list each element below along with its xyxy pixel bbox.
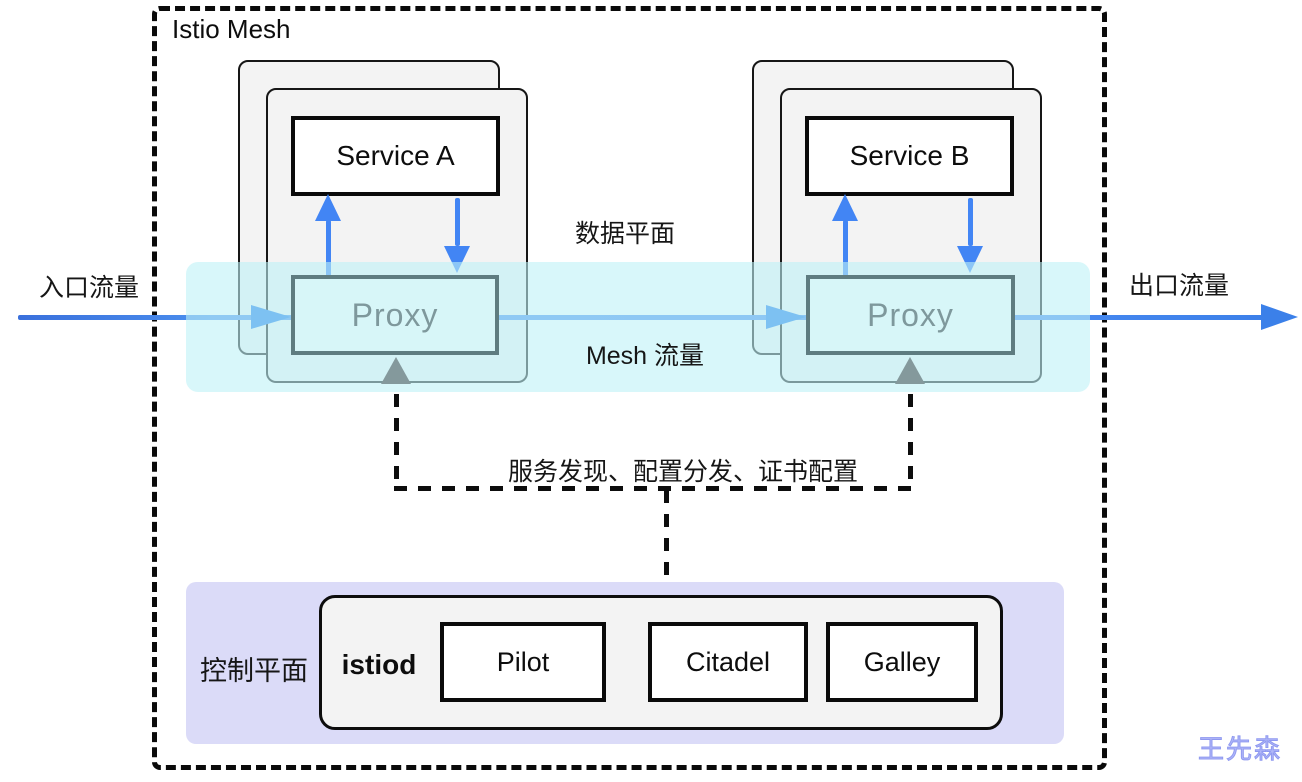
control-channel-label: 服务发现、配置分发、证书配置 <box>507 458 858 486</box>
control-dash-right <box>908 394 913 488</box>
proxy-a-box: Proxy <box>291 275 499 355</box>
arrow-up-icon <box>832 194 858 221</box>
ingress-label: 入口流量 <box>38 274 139 302</box>
control-arrow-b-icon <box>895 357 925 384</box>
arrow-down-line <box>968 198 973 246</box>
mesh-traffic-label: Mesh 流量 <box>585 342 705 370</box>
mesh-title: Istio Mesh <box>172 14 291 44</box>
control-plane-label: 控制平面 <box>200 656 308 686</box>
mesh-arrowhead-icon <box>766 305 806 329</box>
arrow-up-icon <box>315 194 341 221</box>
mesh-boundary <box>152 6 1107 770</box>
proxy-b-box: Proxy <box>806 275 1015 355</box>
galley-box: Galley <box>826 622 978 702</box>
control-dash-horizontal <box>394 486 913 491</box>
pilot-box: Pilot <box>440 622 606 702</box>
service-a-box: Service A <box>291 116 500 196</box>
arrow-up-line <box>843 220 848 277</box>
egress-arrowhead-icon <box>1261 304 1298 330</box>
arrow-up-line <box>326 220 331 277</box>
data-plane-label: 数据平面 <box>574 220 675 248</box>
control-dash-left <box>394 394 399 488</box>
citadel-box: Citadel <box>648 622 808 702</box>
egress-label: 出口流量 <box>1128 272 1229 300</box>
control-arrow-a-icon <box>381 357 411 384</box>
arrow-down-line <box>455 198 460 246</box>
service-b-box: Service B <box>805 116 1014 196</box>
ingress-arrowhead-icon <box>251 305 291 329</box>
istiod-label: istiod <box>341 649 417 680</box>
watermark: 王先森 <box>1197 734 1283 765</box>
control-dash-center <box>664 490 669 595</box>
